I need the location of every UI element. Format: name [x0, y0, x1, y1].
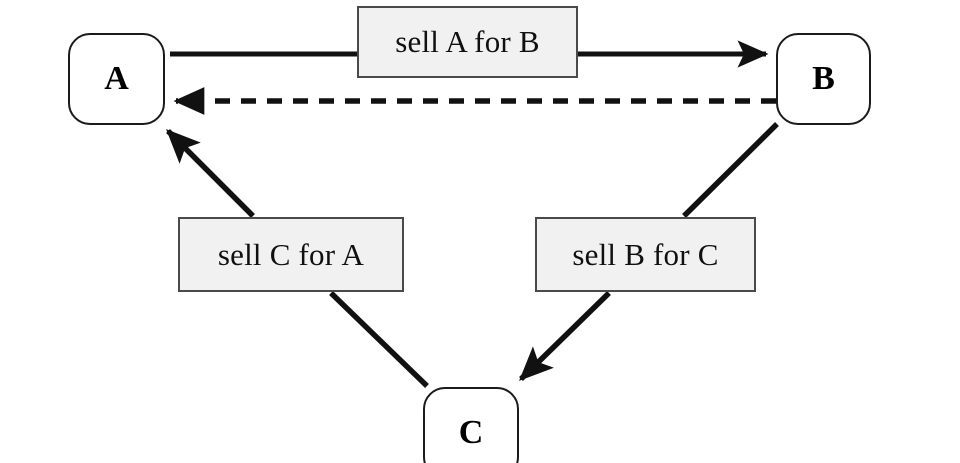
edge-c-to-a-segment-upper — [166, 129, 255, 218]
node-a[interactable]: A — [68, 33, 165, 125]
edge-label-sell-b-for-c[interactable]: sell B for C — [535, 217, 756, 292]
node-b[interactable]: B — [776, 33, 871, 125]
edge-b-to-c-segment-lower — [519, 291, 611, 381]
edge-b-to-c-segment-upper — [682, 122, 779, 218]
node-c[interactable]: C — [423, 387, 519, 463]
edge-label-sell-a-for-b[interactable]: sell A for B — [357, 6, 578, 78]
edge-c-to-a-segment-lower — [329, 291, 429, 388]
edge-label-sell-c-for-a[interactable]: sell C for A — [178, 217, 404, 292]
